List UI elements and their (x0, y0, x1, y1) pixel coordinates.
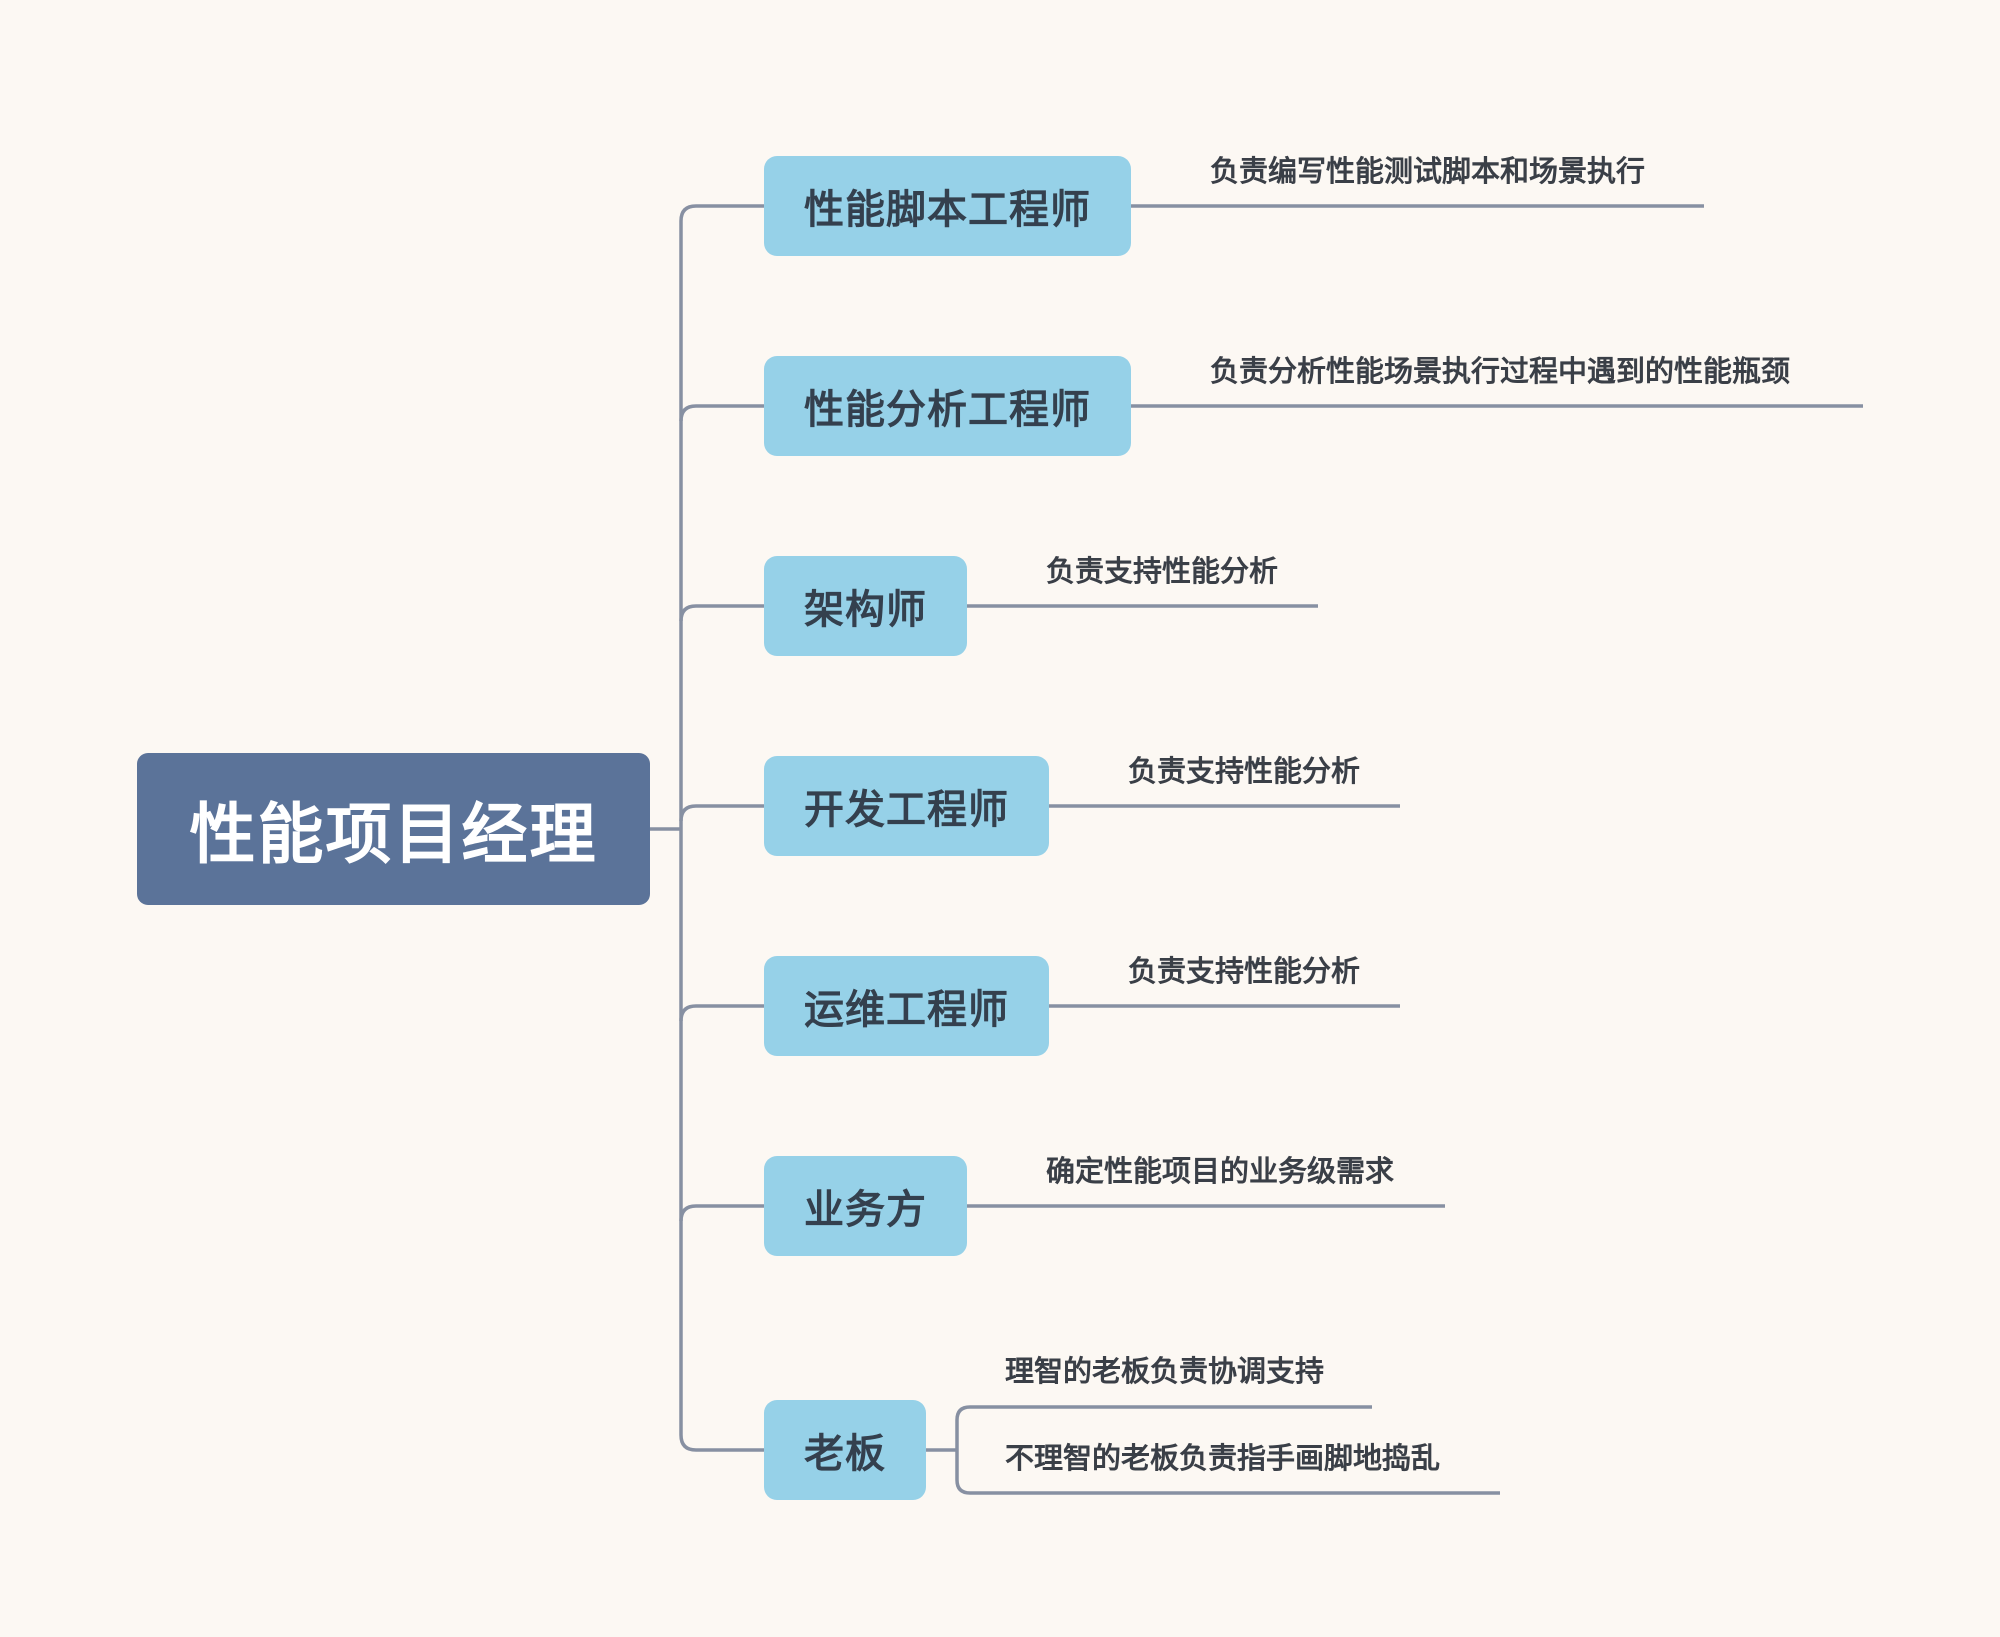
desc-developer: 负责支持性能分析 (1128, 754, 1361, 788)
branch-connector-4 (679, 804, 764, 822)
branch-node-ops-engineer[interactable]: 运维工程师 (764, 956, 1049, 1056)
desc-boss-rational: 理智的老板负责协调支持 (1005, 1354, 1325, 1388)
root-node[interactable]: 性能项目经理 (137, 753, 650, 905)
branch-node-boss[interactable]: 老板 (764, 1400, 926, 1500)
desc-architect: 负责支持性能分析 (1046, 554, 1279, 588)
branch-connector-2 (679, 404, 764, 422)
desc-performance-script-engineer: 负责编写性能测试脚本和场景执行 (1210, 154, 1646, 188)
trunk-connector (679, 204, 764, 1452)
branch-node-performance-analysis-engineer[interactable]: 性能分析工程师 (764, 356, 1131, 456)
desc-ops-engineer: 负责支持性能分析 (1128, 954, 1361, 988)
branch-connector-5 (679, 1004, 764, 1022)
branch-node-business[interactable]: 业务方 (764, 1156, 967, 1256)
branch-node-performance-script-engineer[interactable]: 性能脚本工程师 (764, 156, 1131, 256)
branch-node-developer[interactable]: 开发工程师 (764, 756, 1049, 856)
desc-boss-irrational: 不理智的老板负责指手画脚地捣乱 (1005, 1441, 1441, 1475)
branch-connector-6 (679, 1204, 764, 1222)
branch-node-architect[interactable]: 架构师 (764, 556, 967, 656)
desc-business: 确定性能项目的业务级需求 (1046, 1154, 1395, 1188)
boss-sub-connector (955, 1405, 1500, 1495)
branch-connector-3 (679, 604, 764, 622)
desc-performance-analysis-engineer: 负责分析性能场景执行过程中遇到的性能瓶颈 (1210, 354, 1791, 388)
